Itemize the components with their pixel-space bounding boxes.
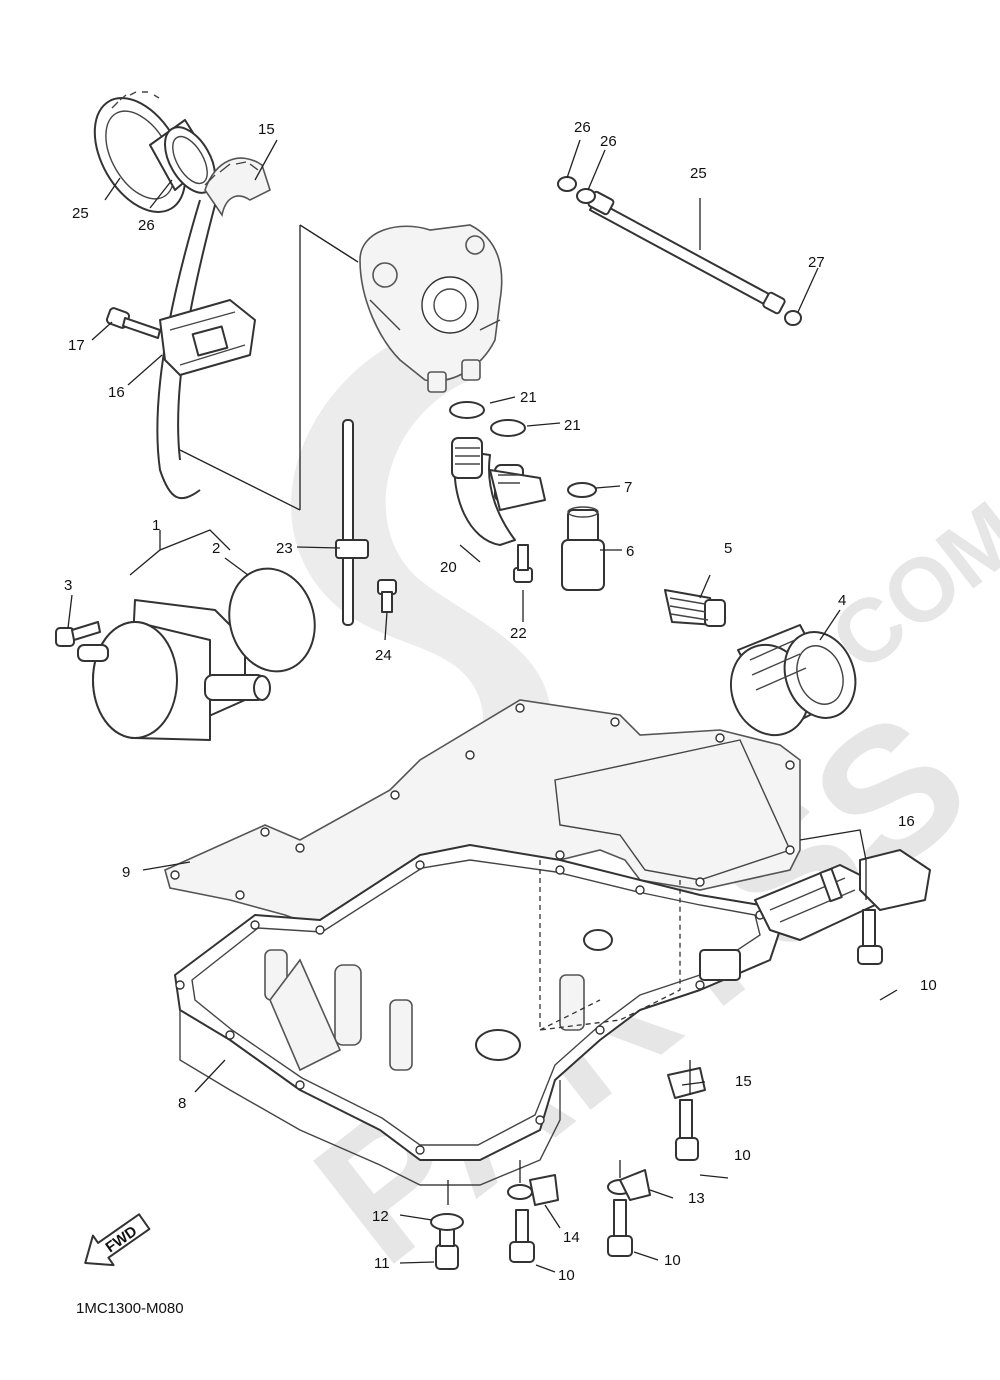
part-20-oil-delivery-pipe xyxy=(451,437,546,546)
part-26-o-ring-a xyxy=(557,176,577,192)
fwd-arrow: FWD xyxy=(84,1213,151,1267)
part-24-bolt xyxy=(377,579,397,613)
gasket-bolt-holes xyxy=(170,703,795,935)
callout-10-mid: 10 xyxy=(734,1147,751,1164)
callout-14: 14 xyxy=(563,1229,580,1246)
callout-12: 12 xyxy=(372,1208,389,1225)
part-11-drain-bolt xyxy=(435,1227,459,1270)
part-3-bolt xyxy=(55,621,101,647)
part-25-oil-pipe xyxy=(587,190,786,315)
part-15-clamp xyxy=(667,1067,706,1099)
callout-13: 13 xyxy=(688,1190,705,1207)
part-10-bolt-center xyxy=(509,1209,535,1263)
callout-15: 15 xyxy=(735,1073,752,1090)
callout-10-lower-right: 10 xyxy=(664,1252,681,1269)
part-28-sprocket xyxy=(93,91,187,213)
callout-3: 3 xyxy=(64,577,72,594)
callout-17: 15 xyxy=(258,121,275,138)
part-19-bolt xyxy=(105,307,161,339)
callout-16: 16 xyxy=(898,813,915,830)
part-10-bolt-lower-right xyxy=(607,1199,633,1257)
callout-18: 16 xyxy=(108,384,125,401)
part-13-bracket xyxy=(607,1169,651,1201)
callout-20: 20 xyxy=(440,559,457,576)
part-21-o-ring-upper xyxy=(449,401,485,419)
part-18-chain-guide xyxy=(159,299,256,376)
callout-22: 22 xyxy=(510,625,527,642)
part-21-o-ring-lower xyxy=(490,419,526,437)
leader-lines xyxy=(67,139,898,1273)
callout-10-center: 10 xyxy=(558,1267,575,1284)
part-2-o-ring xyxy=(228,567,316,673)
callout-23: 23 xyxy=(276,540,293,557)
part-8-oil-pan xyxy=(174,844,781,1186)
part-14-bracket xyxy=(507,1174,559,1206)
callout-11: 11 xyxy=(374,1255,390,1272)
part-4-oil-filter xyxy=(729,624,857,737)
part-16-bracket xyxy=(754,849,931,941)
part-26-o-ring-b xyxy=(576,188,596,204)
part-7-o-ring xyxy=(567,482,597,498)
part-1-oil-cooler xyxy=(77,599,271,741)
callout-7: 7 xyxy=(624,479,632,496)
callout-6: 6 xyxy=(626,543,634,560)
callout-8: 8 xyxy=(178,1095,186,1112)
callout-29: 26 xyxy=(138,217,155,234)
callout-10-right: 10 xyxy=(920,977,937,994)
callout-26-a: 26 xyxy=(574,119,591,136)
diagram-code: 1MC1300-M080 xyxy=(76,1300,184,1317)
part-23-oil-pipe xyxy=(335,419,369,626)
part-22-bolt xyxy=(513,544,533,583)
fwd-arrow-icon xyxy=(84,1213,151,1267)
watermark-swirl-logo xyxy=(291,330,551,844)
part-5-union-bolt xyxy=(664,589,726,627)
callout-21-lower: 21 xyxy=(564,417,581,434)
part-29-bearing xyxy=(149,119,216,194)
part-10-bolt-right xyxy=(857,909,883,965)
callout-24: 24 xyxy=(375,647,392,664)
callout-4: 4 xyxy=(838,592,846,609)
callout-26-b: 26 xyxy=(600,133,617,150)
strainer-hidden-lines xyxy=(539,860,681,1031)
oil-pump-assembly xyxy=(359,224,503,393)
callout-27: 27 xyxy=(808,254,825,271)
callout-1: 1 xyxy=(152,517,160,534)
callout-21-upper: 21 xyxy=(520,389,537,406)
callout-28: 25 xyxy=(72,205,89,222)
part-10-bolt-mid-right xyxy=(675,1099,699,1161)
part-27-o-ring xyxy=(784,310,802,326)
part-6-relief-valve xyxy=(561,506,605,591)
callout-19: 17 xyxy=(68,337,85,354)
part-12-gasket xyxy=(430,1213,464,1231)
callout-5: 5 xyxy=(724,540,732,557)
callout-9: 9 xyxy=(122,864,130,881)
callout-25: 25 xyxy=(690,165,707,182)
callout-2: 2 xyxy=(212,540,220,557)
callout-labels: 25 26 15 17 16 1 2 3 21 21 7 6 20 22 23 … xyxy=(64,119,937,1284)
